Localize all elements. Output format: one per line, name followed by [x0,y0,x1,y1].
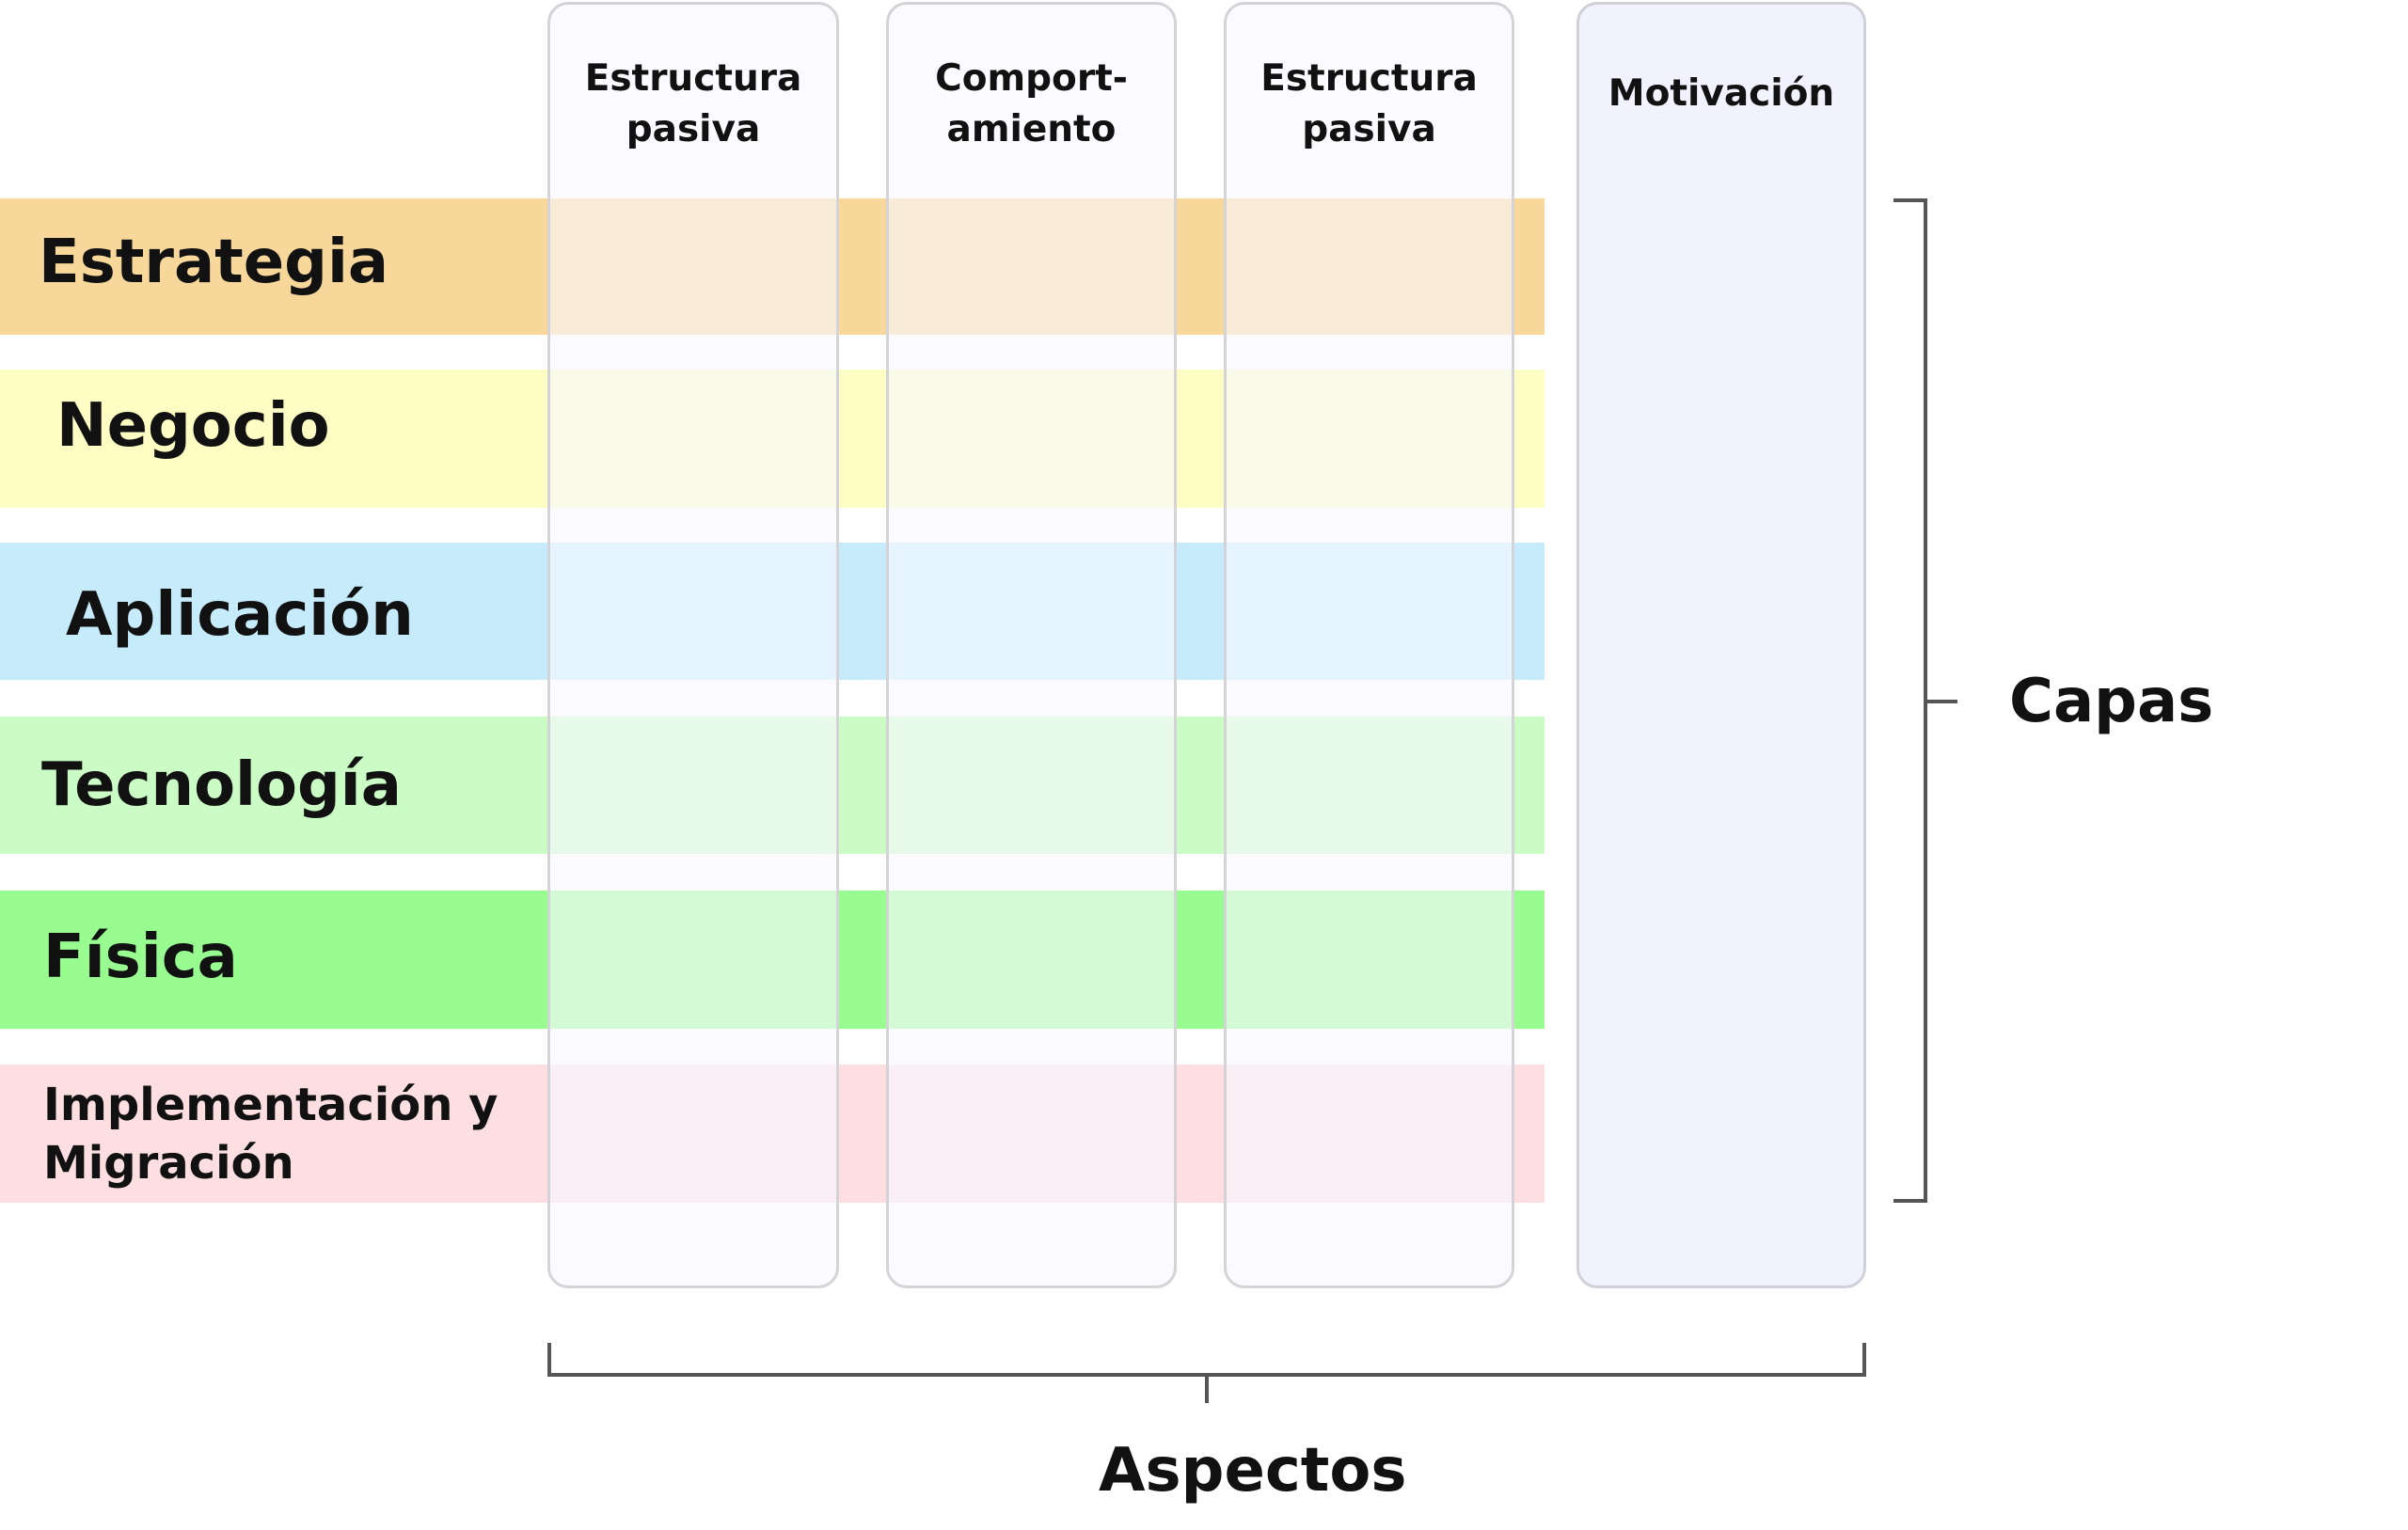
aspects-bracket-spine [547,1373,1866,1377]
aspect-label-motivacion: Motivación [1608,72,1835,115]
layer-label-tecnologia: Tecnología [41,750,402,820]
aspect-column-estructura-pasiva-2: Estructura pasiva [1224,2,1514,1288]
aspect-column-estructura-pasiva-1: Estructura pasiva [547,2,839,1288]
aspect-label-estructura-pasiva-1: Estructura pasiva [584,57,802,150]
layers-bracket-top [1893,198,1927,202]
aspect-label-comportamiento: Comport- amiento [935,57,1128,150]
layer-label-negocio: Negocio [56,391,330,461]
layers-bracket-spine [1924,198,1927,1203]
layer-label-fisica: Física [43,923,238,992]
layers-bracket-tick [1927,700,1957,703]
layer-label-aplicacion: Aplicación [66,580,414,650]
layer-label-implementacion-migracion: Implementación y Migración [43,1079,499,1190]
aspect-column-motivacion: Motivación [1576,2,1866,1288]
layers-group-label: Capas [2009,667,2214,736]
aspect-label-estructura-pasiva-2: Estructura pasiva [1260,57,1478,150]
aspect-column-comportamiento: Comport- amiento [886,2,1177,1288]
aspects-bracket-left [547,1343,551,1377]
aspects-bracket-tick [1205,1377,1209,1403]
layer-label-estrategia: Estrategia [39,228,389,297]
aspects-group-label: Aspectos [1099,1436,1407,1506]
aspects-bracket-right [1862,1343,1866,1377]
layers-bracket-bottom [1893,1199,1927,1203]
